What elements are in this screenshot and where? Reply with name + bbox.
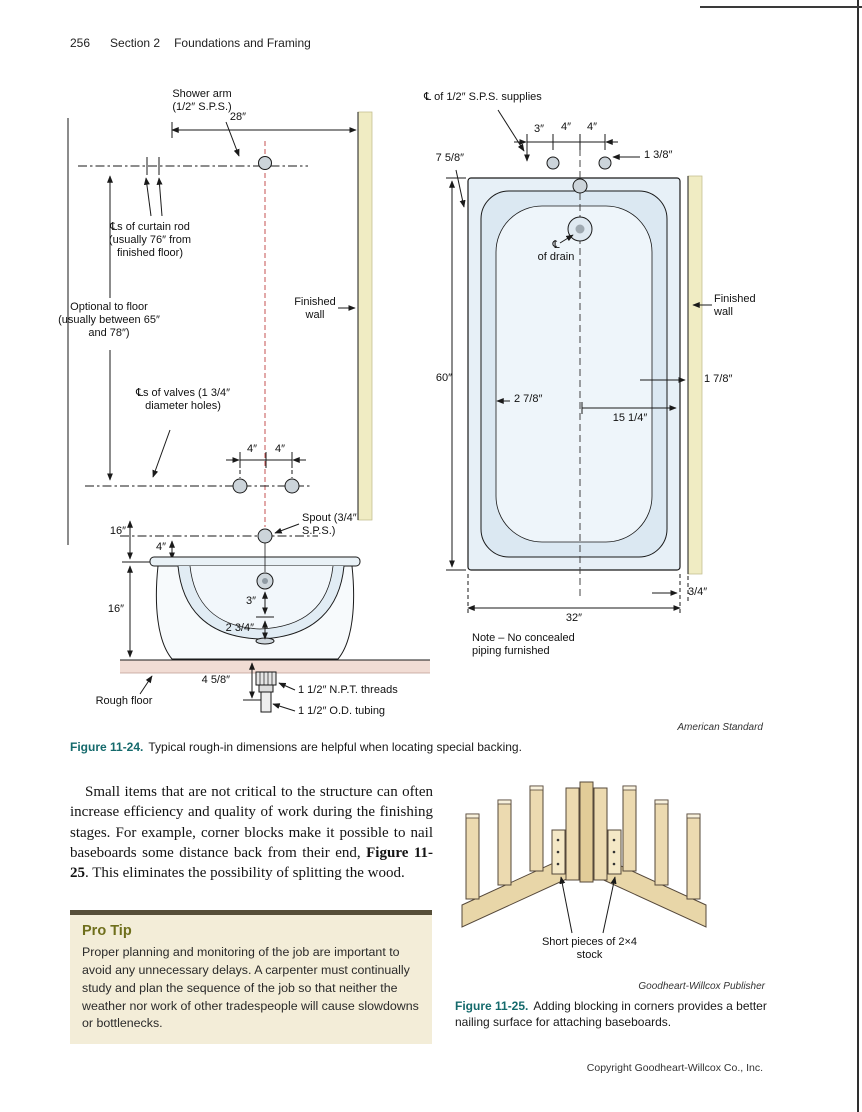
label-finished-wall-elevation: Finished wall xyxy=(294,296,336,321)
paragraph-text: Small items that are not critical to the… xyxy=(70,784,433,861)
figure-11-24-caption-text: Typical rough-in dimensions are helpful … xyxy=(148,740,522,754)
tub-plan-bottom xyxy=(495,205,653,543)
label-dim-4-58: 4 5/8″ xyxy=(201,674,230,686)
label-dim-16-lower: 16″ xyxy=(107,603,124,615)
figure-11-25-caption: Figure 11-25.Adding blocking in corners … xyxy=(455,998,785,1030)
wall-strip-elevation xyxy=(357,111,373,521)
stud-end-caps xyxy=(465,785,701,819)
body-paragraph: Small items that are not critical to the… xyxy=(70,782,433,883)
section-title: Foundations and Framing xyxy=(174,36,311,50)
paragraph-text-end: . This eliminates the possibility of spl… xyxy=(85,865,405,881)
page-number: 256 xyxy=(70,36,91,50)
figure-reference: Figure 11-25 xyxy=(70,844,433,881)
valve-symbol-left xyxy=(232,478,248,494)
overflow-symbol-plan xyxy=(572,178,588,194)
valve-symbol-right xyxy=(284,478,300,494)
figure-11-25-credit: Goodheart-Willcox Publisher xyxy=(638,981,765,992)
spout-symbol xyxy=(257,528,273,544)
pro-tip-text: Proper planning and monitoring of the jo… xyxy=(82,945,419,1031)
tub-elevation xyxy=(149,556,361,660)
label-optional-floor: Optional to floor (usually between 65″ a… xyxy=(58,301,160,339)
label-plan-dim-4-left: 4″ xyxy=(560,121,571,133)
page-edge-top xyxy=(700,6,862,8)
pro-tip-box: Pro Tip Proper planning and monitoring o… xyxy=(70,910,432,1045)
label-dim-15-14: 15 1/4″ xyxy=(612,412,648,424)
figure-11-24-caption: Figure 11-24. Typical rough-in dimensions… xyxy=(70,739,670,755)
floor-strip xyxy=(120,659,430,674)
label-dim-4-right: 4″ xyxy=(274,443,285,455)
label-dim-7-58: 7 5/8″ xyxy=(435,152,464,164)
label-finished-wall-plan: Finished wall xyxy=(714,293,756,318)
wall-studs xyxy=(465,785,701,900)
label-dim-32: 32″ xyxy=(565,612,583,624)
page-header: 256 Section 2 Foundations and Framing xyxy=(70,36,311,50)
label-npt-threads: 1 1/2″ N.P.T. threads xyxy=(298,684,398,696)
figure-11-24-credit: American Standard xyxy=(677,722,763,733)
label-dim-60: 60″ xyxy=(435,372,452,384)
label-dim-2-34: 2 3/4″ xyxy=(225,622,254,634)
label-rough-floor: Rough floor xyxy=(95,695,153,707)
label-shower-arm: Shower arm (1/2″ S.P.S.) xyxy=(172,88,232,113)
label-dim-1-78: 1 7/8″ xyxy=(704,373,733,385)
label-note: Note – No concealed piping furnished xyxy=(472,632,575,657)
label-dim-1-38: 1 3/8″ xyxy=(644,149,673,161)
label-dim-3: 3″ xyxy=(245,595,256,607)
label-plan-dim-3: 3″ xyxy=(533,123,544,135)
section-label: Section 2 xyxy=(110,36,161,50)
label-dim-4-left: 4″ xyxy=(246,443,257,455)
pro-tip-top-bar xyxy=(70,910,432,915)
corner-post xyxy=(565,781,608,883)
label-valves: ℄s of valves (1 3/4″ diameter holes) xyxy=(135,387,231,412)
figure-11-24-caption-label: Figure 11-24. xyxy=(70,740,144,754)
label-dim-2-78: 2 7/8″ xyxy=(514,393,543,405)
elevation-diagram xyxy=(67,111,430,713)
label-dim-3-4: 3/4″ xyxy=(688,586,708,598)
label-dim-28: 28″ xyxy=(229,111,247,123)
label-spout: Spout (3/4″ S.P.S.) xyxy=(302,512,357,537)
pro-tip-heading: Pro Tip xyxy=(82,923,132,939)
label-supplies: ℄ of 1/2″ S.P.S. supplies xyxy=(424,91,542,103)
figure-11-25-caption-text: Adding blocking in corners provides a be… xyxy=(455,999,767,1030)
label-dim-4-rim: 4″ xyxy=(155,541,166,553)
plan-diagram xyxy=(446,109,712,616)
label-od-tubing: 1 1/2″ O.D. tubing xyxy=(298,705,386,717)
supply-symbol-left xyxy=(546,156,560,170)
corner-blocks xyxy=(551,829,622,875)
supply-symbol-right xyxy=(598,156,612,170)
figure-11-25-caption-label: Figure 11-25. xyxy=(455,999,529,1013)
page-edge-right xyxy=(857,0,859,1112)
shower-arm-symbol xyxy=(258,156,272,170)
block-label-arrows xyxy=(559,876,617,934)
wall-strip-plan xyxy=(687,175,703,575)
label-drain-text: of drain xyxy=(537,251,575,263)
label-drain-symbol: ℄ xyxy=(552,239,560,251)
label-plan-dim-4-right: 4″ xyxy=(586,121,597,133)
label-curtain-rod: ℄s of curtain rod (usually 76″ from fini… xyxy=(108,221,192,259)
label-short-pieces: Short pieces of 2×4 stock xyxy=(541,936,638,961)
label-dim-16-upper: 16″ xyxy=(109,525,126,537)
drain-fitting xyxy=(255,671,277,713)
page-footer: Copyright Goodheart-Willcox Co., Inc. xyxy=(586,1062,763,1074)
corner-framing-drawing xyxy=(461,781,707,934)
